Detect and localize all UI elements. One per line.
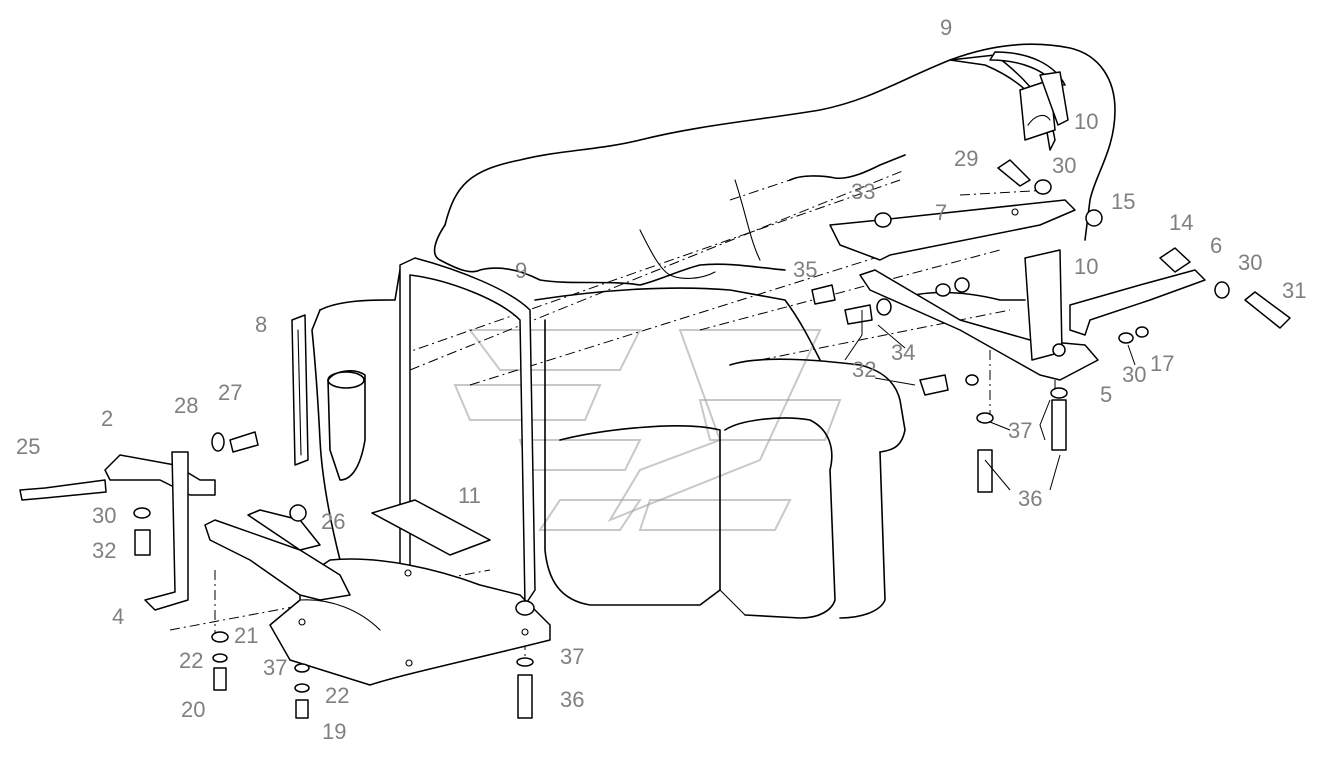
callout-21: 21 (234, 623, 259, 648)
bracket-8 (291, 314, 309, 466)
support-arm (204, 509, 351, 601)
bracket-2 (104, 451, 216, 611)
callout-7: 7 (935, 200, 948, 225)
callout-11: 11 (458, 483, 481, 508)
callout-30-right: 30 (1238, 250, 1263, 275)
callout-9-upper: 9 (940, 15, 953, 40)
callout-6: 6 (1210, 233, 1223, 258)
callout-33: 33 (851, 179, 876, 204)
callout-28: 28 (174, 393, 199, 418)
callout-30-left: 30 (92, 503, 117, 528)
callout-37-mid: 37 (263, 655, 288, 680)
callout-32-right: 32 (852, 357, 877, 382)
callout-37-right: 37 (1008, 418, 1033, 443)
callout-36-bottom: 36 (560, 687, 585, 712)
callout-2: 2 (101, 406, 114, 431)
callout-37-bottom: 37 (560, 644, 585, 669)
callout-15: 15 (1111, 189, 1136, 214)
callout-29: 29 (954, 146, 979, 171)
bracket-10-upper (1019, 71, 1069, 141)
callout-10-lower: 10 (1074, 254, 1099, 279)
bracket-5 (859, 249, 1099, 381)
strap-9-lower (399, 257, 536, 606)
watermark-logo (453, 329, 842, 531)
callout-31: 31 (1282, 278, 1307, 303)
callout-36-right: 36 (1018, 486, 1043, 511)
callout-17: 17 (1150, 351, 1175, 376)
leader-lines (844, 310, 1136, 491)
callout-30-mid-right: 30 (1122, 362, 1147, 387)
fasteners (19, 159, 1291, 719)
callout-8: 8 (255, 312, 268, 337)
callout-5: 5 (1100, 382, 1113, 407)
callout-32-left: 32 (92, 538, 117, 563)
callout-22-left: 22 (179, 648, 204, 673)
callout-4: 4 (112, 604, 125, 629)
callout-30-top: 30 (1052, 153, 1077, 178)
bracket-7 (829, 199, 1076, 261)
pad-11 (371, 499, 491, 556)
callout-25: 25 (16, 434, 41, 459)
fuel-tank-body (311, 43, 1116, 661)
callout-22-mid: 22 (325, 683, 350, 708)
bracket-6 (1069, 269, 1206, 336)
callout-27: 27 (218, 380, 243, 405)
callout-35: 35 (793, 257, 818, 282)
callout-26: 26 (321, 509, 346, 534)
callout-9-lower: 9 (515, 258, 528, 283)
strap-9-upper (949, 51, 1066, 151)
callout-10-upper: 10 (1074, 109, 1099, 134)
callout-14: 14 (1169, 210, 1194, 235)
callout-20: 20 (181, 697, 206, 722)
callout-19: 19 (322, 719, 347, 744)
callout-34: 34 (891, 340, 916, 365)
